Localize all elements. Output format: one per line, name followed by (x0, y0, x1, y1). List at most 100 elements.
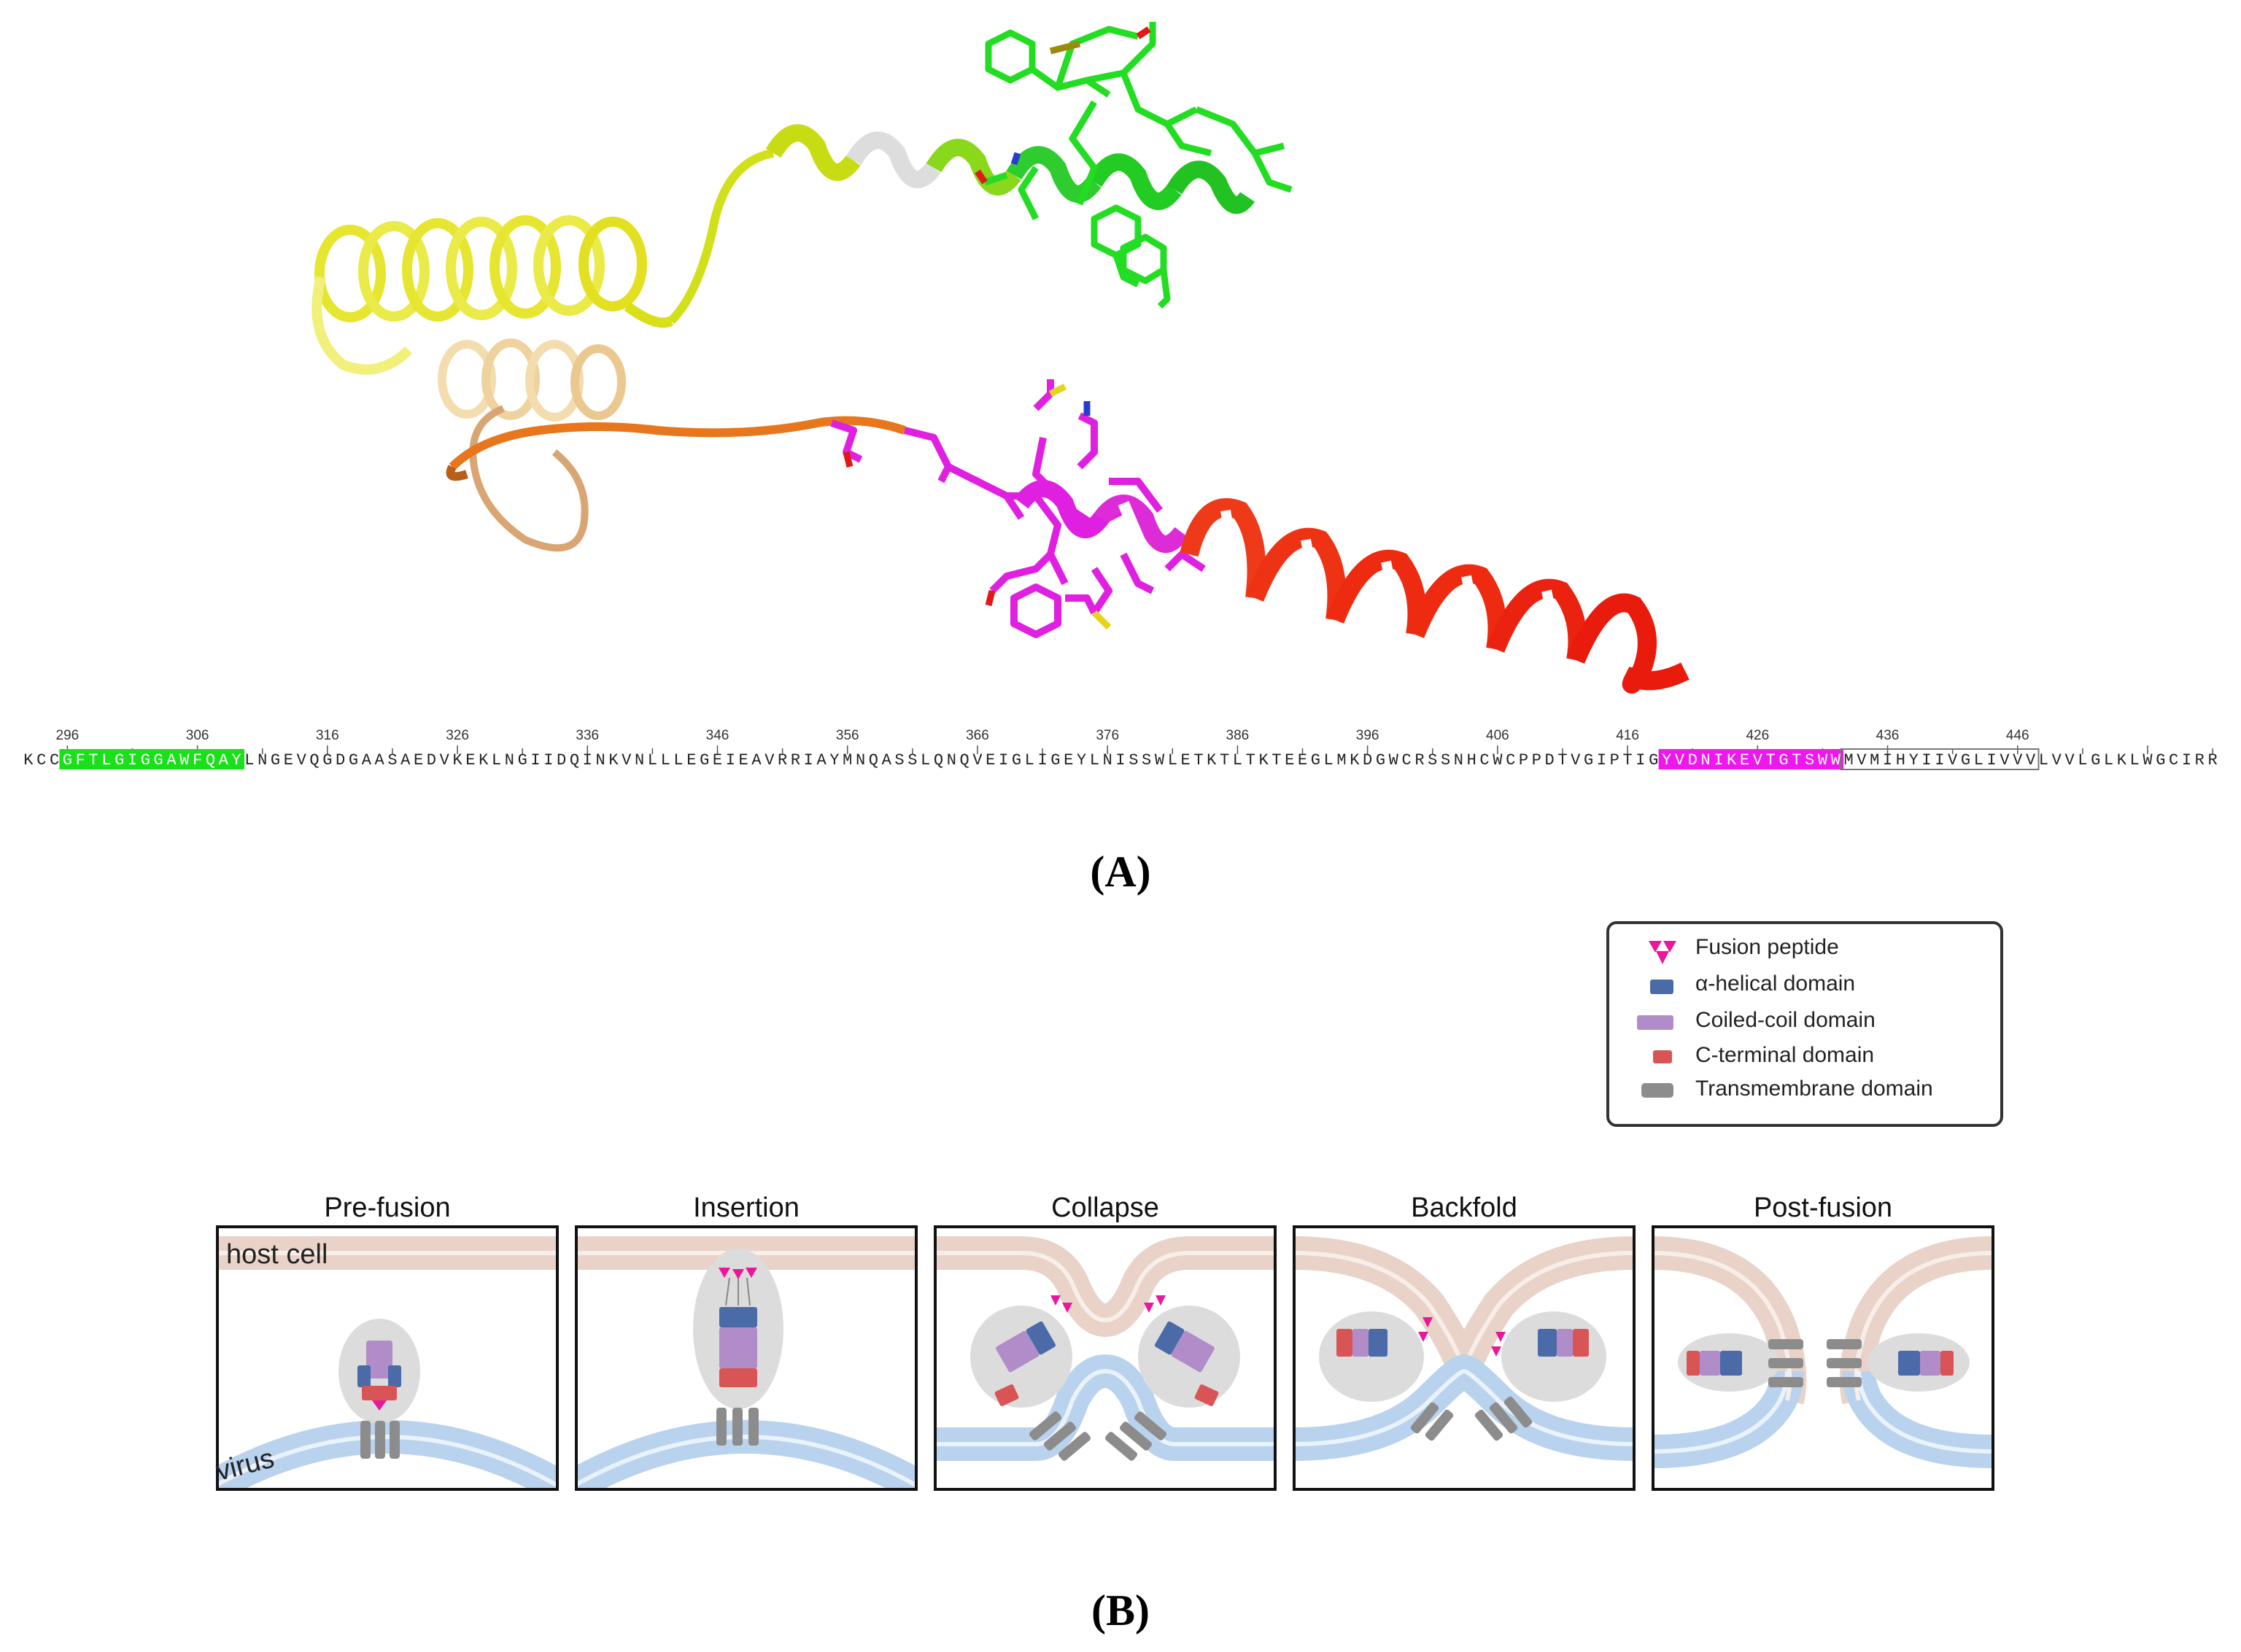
stage-insertion (576, 1236, 916, 1489)
fusion-peptide-icon (1649, 941, 1676, 964)
sequence-residue: P (1519, 751, 1528, 769)
sequence-residue: T (1622, 751, 1632, 769)
sequence-residue: L (1324, 751, 1334, 769)
sequence-residue: K (1727, 751, 1737, 769)
stage-title-collapse: Collapse (1051, 1193, 1159, 1223)
magenta-atom-red-2 (985, 589, 996, 607)
sequence-residue: G (63, 751, 72, 769)
sequence-residue: G (322, 751, 332, 769)
sequence-residue: S (1129, 751, 1138, 769)
sequence-residue: C (36, 751, 46, 769)
sequence-residue: H (1467, 751, 1476, 769)
sequence-residue: I (530, 751, 540, 769)
sequence-residue: K (1350, 751, 1360, 769)
legend-label-alpha-helical: α-helical domain (1695, 972, 1855, 996)
c-terminal-domain (994, 1384, 1019, 1406)
sequence-residue: A (166, 751, 177, 769)
sequence-residue: V (1948, 751, 1958, 769)
sequence-residue: L (2078, 751, 2087, 769)
sequence-residue: P (1532, 751, 1541, 769)
sequence-residue: L (673, 751, 683, 769)
sequence-residue: L (1974, 751, 1983, 769)
sequence-residue: D (427, 751, 436, 769)
green-atom-blue-1 (1010, 152, 1021, 166)
sequence-residue: E (465, 751, 475, 769)
alpha-helical-domain (1026, 1321, 1056, 1355)
virus-label: virus (213, 1443, 277, 1487)
c-terminal-domain (1573, 1329, 1589, 1357)
alpha-helical-icon (1650, 980, 1673, 994)
sequence-residue: D (336, 751, 345, 769)
c-terminal-domain (1940, 1351, 1954, 1376)
sequence-residue: C (50, 751, 59, 769)
sequence-residue: Q (869, 751, 878, 769)
fusion-peptide (1423, 1317, 1433, 1327)
sequence-residue: K (23, 751, 34, 769)
sequence-tick-label: 346 (706, 728, 729, 743)
sequence-residue: T (1792, 751, 1801, 769)
sequence-residue: V (2013, 751, 2023, 769)
sequence-residue: G (271, 751, 280, 769)
fusion-peptide (1491, 1346, 1501, 1357)
transmembrane-domain (1029, 1411, 1167, 1461)
c-terminal-domain (362, 1386, 397, 1400)
sequence-residue: I (543, 751, 553, 769)
sequence-residue: G (1311, 751, 1320, 769)
sequence-residue: G (349, 751, 358, 769)
tan-loop (469, 405, 589, 552)
sequence-residue: D (557, 751, 566, 769)
sequence-residue: I (1037, 751, 1047, 769)
stage-title-post-fusion: Post-fusion (1754, 1193, 1892, 1223)
alpha-helical-domain (1154, 1321, 1185, 1355)
sequence-residue: T (1193, 751, 1203, 769)
yellow-connector (667, 149, 775, 325)
sequence-residue: Y (829, 751, 839, 769)
coiled-coil-domain (1700, 1351, 1720, 1376)
sequence-residue: V (297, 751, 307, 769)
sequence-residue: R (791, 751, 800, 769)
legend-box: Fusion peptide α-helical domain Coiled-c… (1606, 921, 2003, 1127)
sequence-residue: C (1401, 751, 1411, 769)
host-cell-label: host cell (226, 1239, 328, 1270)
sequence-tick-label: 406 (1486, 728, 1509, 743)
sequence-residue: I (1921, 751, 1931, 769)
sequence-residue: K (479, 751, 489, 769)
legend-label-transmembrane: Transmembrane domain (1695, 1077, 1933, 1101)
sequence-residue: V (1753, 751, 1763, 769)
magenta-atom-red-1 (843, 451, 854, 468)
sequence-residue: N (856, 751, 865, 769)
sequence-residue: G (1584, 751, 1593, 769)
coiled-coil-domain (719, 1327, 757, 1368)
sequence-residue: K (1207, 751, 1217, 769)
coiled-coil-domain (366, 1341, 392, 1378)
sequence-residue: L (2130, 751, 2140, 769)
sequence-residue: E (713, 751, 722, 769)
c-terminal-domain (1194, 1384, 1219, 1406)
coiled-coil-domain (1352, 1329, 1369, 1357)
sequence-residue: I (999, 751, 1008, 769)
sequence-tick-label: 356 (836, 728, 859, 743)
sequence-residue: N (947, 751, 956, 769)
stage-collapse (935, 1236, 1275, 1461)
sequence-tick-label: 446 (2006, 728, 2029, 743)
green-atom-brown-1 (1049, 40, 1081, 55)
sequence-tick-label: 296 (56, 728, 80, 743)
sequence-residue: A (816, 751, 827, 769)
c-terminal-icon (1653, 1050, 1672, 1063)
sequence-residue: Y (1077, 751, 1086, 769)
sequence-highlight-fusion-peptide-green (59, 749, 244, 769)
sequence-residue: N (1103, 751, 1112, 769)
sequence-residue: W (1831, 751, 1841, 769)
green-atom-red-2 (975, 169, 988, 185)
stage-frame-collapse (934, 1225, 1277, 1491)
sequence-tick-label: 306 (186, 728, 209, 743)
sequence-residue: N (1700, 751, 1710, 769)
fusion-peptide (732, 1269, 744, 1279)
sequence-residue: S (894, 751, 904, 769)
transmembrane-domain (1768, 1339, 1862, 1387)
sequence-residue: K (1258, 751, 1269, 769)
sequence-highlight-boxed-transmembrane (1840, 748, 2040, 770)
sequence-residue: D (1363, 751, 1372, 769)
stage-backfold (1294, 1236, 1634, 1461)
sequence-residue: F (76, 751, 85, 769)
